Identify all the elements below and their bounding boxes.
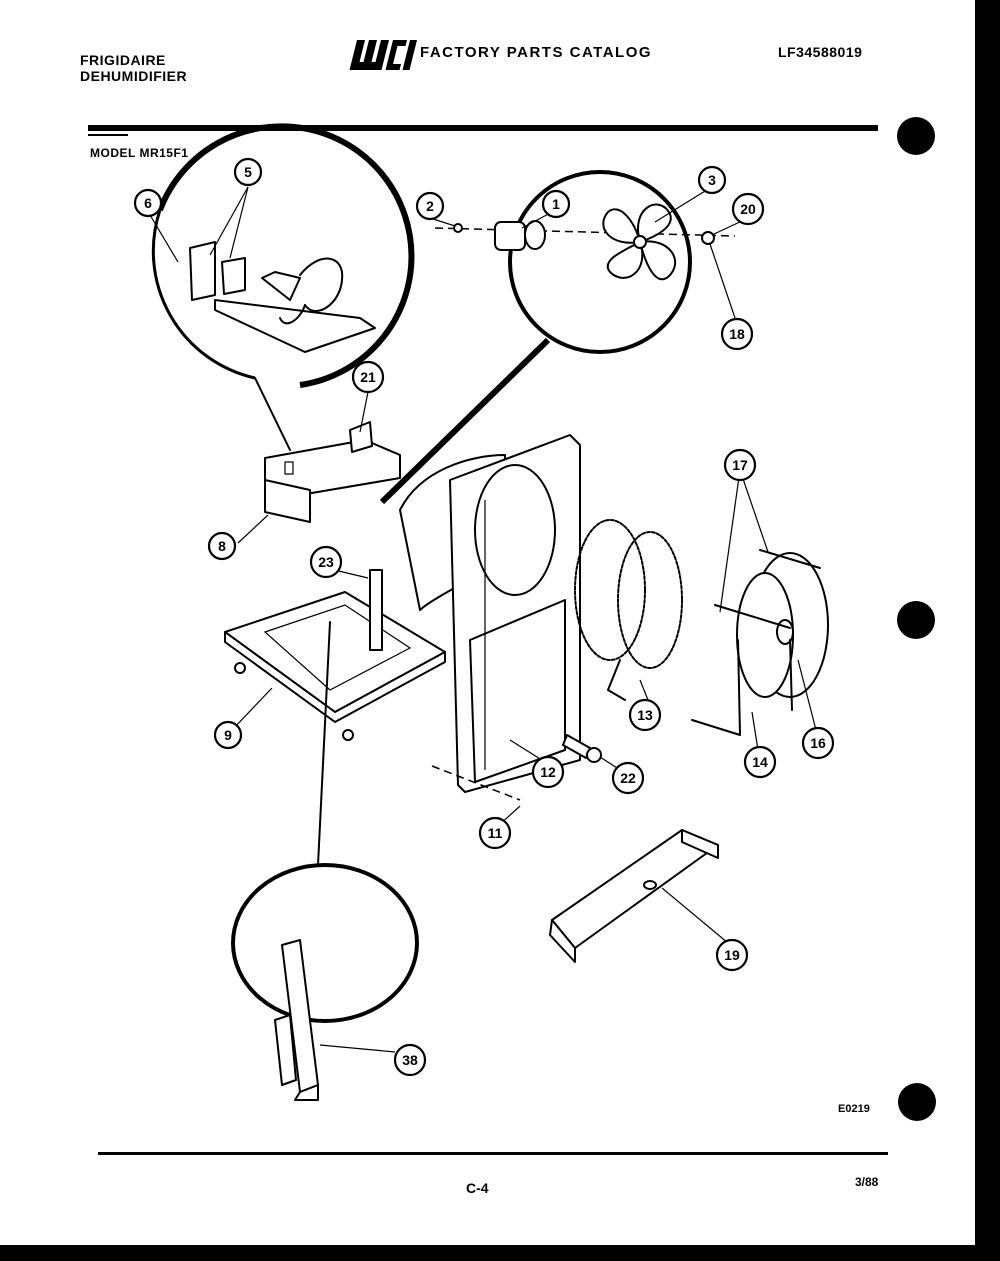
callout-8: 8 [207,531,237,561]
callout-18-label: 18 [729,326,745,342]
catalog-page: FRIGIDAIRE DEHUMIDIFIER FACTORY PARTS CA… [0,0,975,1245]
drawing-code: E0219 [838,1103,870,1115]
callout-9-label: 9 [224,727,232,743]
drain-trough-19 [549,829,719,963]
bracket-21-assembly [264,421,401,523]
binder-hole-middle [897,601,935,639]
brand-name: FRIGIDAIRE DEHUMIDIFIER [80,52,187,84]
callout-23-label: 23 [318,554,334,570]
leader-lines [149,186,817,1053]
detail-circle-motor-fan [379,170,736,505]
callout-22: 22 [611,761,645,795]
callout-19-label: 19 [724,947,740,963]
blower-housing-panel-12 [399,434,581,801]
callout-3: 3 [697,165,727,195]
binder-hole-bottom [898,1083,936,1121]
callout-8-label: 8 [218,538,226,554]
callout-13: 13 [628,698,662,732]
callout-17-label: 17 [732,457,748,473]
base-pan-9 [224,569,446,741]
callout-14: 14 [743,745,777,779]
callout-9: 9 [213,720,243,750]
callout-16-label: 16 [810,735,826,751]
callout-2: 2 [415,191,445,221]
callout-13-label: 13 [637,707,653,723]
callout-23: 23 [309,545,343,579]
detail-circle-bracket-38 [231,621,419,1101]
callout-14-label: 14 [752,754,768,770]
callout-21: 21 [351,360,385,394]
catalog-title: FACTORY PARTS CATALOG [420,44,653,61]
callout-18: 18 [720,317,754,351]
header-rule-tick [88,134,128,136]
callout-21-label: 21 [360,369,376,385]
callout-1-label: 1 [552,196,560,212]
callout-3-label: 3 [708,172,716,188]
callout-11: 11 [478,816,512,850]
wci-logo [349,40,418,70]
callout-5-label: 5 [244,164,252,180]
bolt-22 [562,734,602,763]
footer-rule [98,1152,888,1155]
callout-38-label: 38 [402,1052,418,1068]
callout-22-label: 22 [620,770,636,786]
callout-38: 38 [393,1043,427,1077]
callout-6-label: 6 [144,195,152,211]
callout-12: 12 [531,755,565,789]
header-rule [88,125,878,131]
callout-6: 6 [133,188,163,218]
catalog-number: LF34588019 [778,44,863,60]
callout-11-label: 11 [488,825,503,841]
callout-16: 16 [801,726,835,760]
callout-5: 5 [233,157,263,187]
callout-20: 20 [731,192,765,226]
callout-1: 1 [541,189,571,219]
callout-17: 17 [723,448,757,482]
condenser-coil-14 [691,549,829,736]
page-number: C-4 [466,1180,489,1196]
evaporator-coil-13 [574,519,683,701]
exploded-parts-diagram: 1 2 3 5 6 8 9 11 12 13 14 16 17 18 19 20… [133,123,835,1101]
date-code: 3/88 [855,1175,879,1189]
callout-12-label: 12 [540,764,556,780]
brand-line-1: FRIGIDAIRE [80,52,166,68]
callout-20-label: 20 [740,201,756,217]
callout-19: 19 [715,938,749,972]
binder-hole-top [897,117,935,155]
model-label: MODEL MR15F1 [90,146,189,160]
callout-2-label: 2 [426,198,434,214]
detail-circle-fan-bracket [151,123,415,451]
brand-line-2: DEHUMIDIFIER [80,68,188,84]
